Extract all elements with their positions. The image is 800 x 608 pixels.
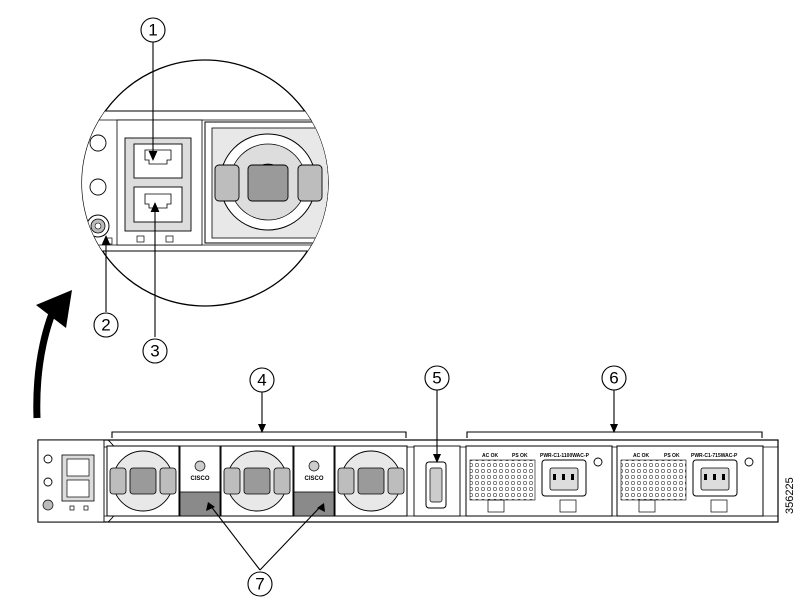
ground-screw bbox=[86, 214, 110, 238]
psu1-ps-ok-label: PS OK bbox=[512, 453, 528, 459]
callout-label-2: 2 bbox=[101, 316, 110, 335]
leader-line-7a bbox=[209, 504, 261, 571]
bracket-psus bbox=[466, 431, 763, 438]
management-icon bbox=[136, 235, 145, 243]
leader-line-7b bbox=[259, 504, 323, 571]
fan-module-2 bbox=[220, 445, 294, 517]
callout-label-6: 6 bbox=[609, 369, 618, 388]
zoom-arrow bbox=[33, 290, 72, 419]
rj45-port-lower-small bbox=[66, 479, 90, 498]
usb-icon bbox=[165, 235, 174, 243]
magnified-view bbox=[81, 59, 329, 307]
rj45-port-lower bbox=[133, 186, 183, 223]
callout-7: 7 bbox=[247, 571, 273, 597]
fan-module-1 bbox=[106, 445, 180, 517]
power-supply-2: AC OK PS OK PWR-C1-715WAC-P bbox=[616, 445, 764, 517]
callout-5: 5 bbox=[424, 365, 450, 391]
rj45-port-upper bbox=[133, 143, 183, 179]
power-supply-1: AC OK PS OK PWR-C1-1100WAC-P bbox=[465, 445, 613, 517]
callout-4: 4 bbox=[249, 367, 275, 393]
callout-label-1: 1 bbox=[148, 21, 157, 40]
screw-hole bbox=[89, 178, 107, 196]
psu2-ac-ok-label: AC OK bbox=[633, 453, 650, 459]
callout-3: 3 bbox=[142, 338, 168, 364]
psu1-model-label: PWR-C1-1100WAC-P bbox=[540, 453, 590, 459]
blank-slot-1: CISCO bbox=[179, 445, 221, 517]
callout-label-5: 5 bbox=[432, 369, 441, 388]
psu2-model-label: PWR-C1-715WAC-P bbox=[691, 453, 738, 459]
magnified-fan bbox=[204, 121, 328, 244]
rj45-port-upper-small bbox=[66, 458, 90, 477]
callout-label-3: 3 bbox=[150, 342, 159, 361]
psu1-ac-ok-label: AC OK bbox=[482, 453, 499, 459]
screw-hole bbox=[89, 134, 107, 152]
callout-label-4: 4 bbox=[257, 371, 266, 390]
callout-6: 6 bbox=[601, 365, 627, 391]
callout-2: 2 bbox=[93, 312, 119, 338]
ground-screw-small bbox=[42, 499, 54, 511]
cisco-logo: CISCO bbox=[304, 476, 323, 482]
callout-label-7: 7 bbox=[255, 575, 264, 594]
callout-1: 1 bbox=[140, 17, 166, 43]
bracket-fans bbox=[111, 431, 407, 438]
figure-id: 356225 bbox=[784, 477, 796, 514]
cisco-logo: CISCO bbox=[190, 476, 209, 482]
fan-module-3 bbox=[334, 445, 408, 517]
psu2-ps-ok-label: PS OK bbox=[664, 453, 680, 459]
blank-slot-2: CISCO bbox=[293, 445, 335, 517]
